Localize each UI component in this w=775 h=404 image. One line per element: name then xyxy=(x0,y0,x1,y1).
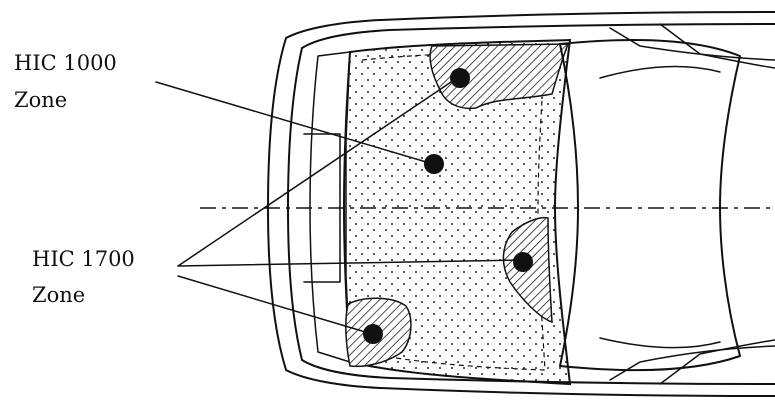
hic1700-zone-top xyxy=(429,43,570,110)
side-mirror-top xyxy=(609,27,775,61)
hic1000-label-line1: HIC 1000 xyxy=(14,51,117,75)
hic1000-point xyxy=(424,154,444,174)
leader-line-hic1700-top xyxy=(177,75,461,267)
hic1700-point-bottom xyxy=(363,324,383,344)
front-grille xyxy=(303,133,341,283)
car-outer-outline xyxy=(267,11,775,397)
leader-line-hic1700-bottom xyxy=(177,275,373,335)
hood-dashed-boundary xyxy=(361,49,546,371)
hic1700-point-right xyxy=(513,252,533,272)
windshield xyxy=(559,39,741,372)
hood-area xyxy=(342,38,572,386)
leader-line-hic1000 xyxy=(155,81,434,165)
windshield-bottom-curve xyxy=(599,337,721,349)
hic1700-point-top xyxy=(450,68,470,88)
side-mirror-bottom xyxy=(609,345,775,381)
hic1000-label-line2: Zone xyxy=(14,88,67,112)
windshield-top-curve xyxy=(599,65,721,79)
front-bumper xyxy=(309,51,351,363)
roof-line-bottom xyxy=(659,339,775,385)
hic1700-label-line1: HIC 1700 xyxy=(32,247,135,271)
car-inner-outline xyxy=(287,23,775,385)
hic1700-label-line2: Zone xyxy=(32,283,85,307)
leader-line-hic1700-right xyxy=(177,259,523,267)
roof-line-top xyxy=(659,23,775,69)
